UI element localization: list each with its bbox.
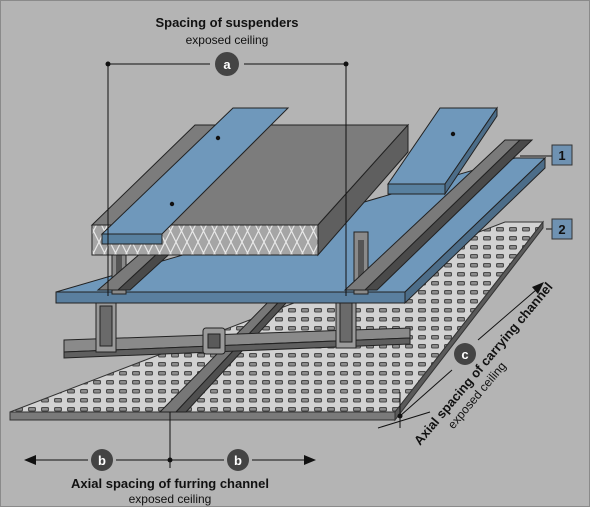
marker-c-label: c bbox=[461, 347, 468, 362]
marker-b-right-label: b bbox=[234, 453, 242, 468]
dimension-b: b b bbox=[24, 412, 316, 471]
marker-c-badge bbox=[454, 343, 476, 365]
marker-b-right-badge bbox=[227, 449, 249, 471]
layer-tag-2: 2 bbox=[546, 218, 573, 240]
bottom-caption-title: Axial spacing of furring channel bbox=[71, 476, 269, 491]
marker-b-left-badge bbox=[91, 449, 113, 471]
layer-tag-1-label: 1 bbox=[558, 148, 565, 163]
marker-a-badge bbox=[215, 52, 239, 76]
blue-strip-right bbox=[387, 106, 498, 196]
suspender-clip-left bbox=[95, 299, 117, 353]
layer-tag-2-label: 2 bbox=[558, 222, 565, 237]
blue-strip-left bbox=[100, 107, 290, 245]
top-caption-title: Spacing of suspenders bbox=[155, 15, 298, 30]
main-channel-right bbox=[343, 139, 534, 291]
carrying-channel bbox=[63, 327, 411, 359]
layer-tag-1: 1 bbox=[520, 144, 573, 166]
marker-b-left-label: b bbox=[98, 453, 106, 468]
bottom-caption-subtitle: exposed ceiling bbox=[129, 492, 212, 506]
marker-a-label: a bbox=[223, 57, 231, 72]
cross-connector bbox=[202, 327, 226, 355]
dimension-c: c bbox=[377, 282, 544, 429]
top-caption-subtitle: exposed ceiling bbox=[186, 33, 269, 47]
suspender-clip-right bbox=[335, 295, 357, 349]
dimension-a: a bbox=[105, 52, 349, 296]
